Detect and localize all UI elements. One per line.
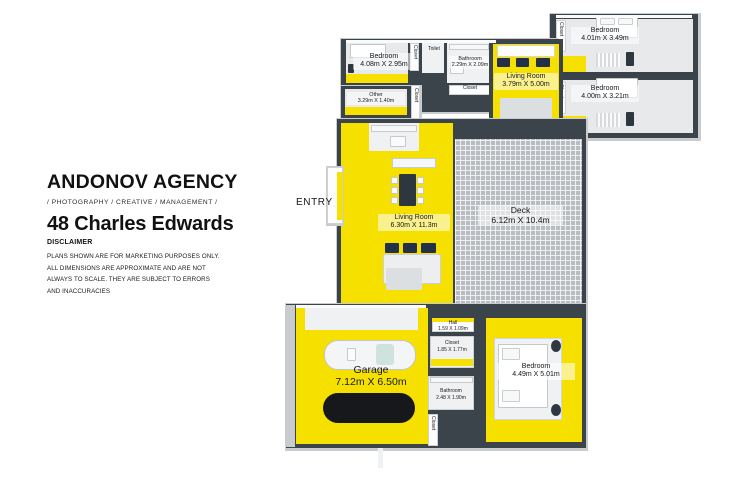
pillow (618, 18, 633, 25)
room-label-toilet: Toilet (428, 46, 440, 52)
car-black (323, 393, 415, 423)
room-label-living-room-main: Living Room 6.30m X 11.3m (378, 214, 450, 231)
room-label-living-room-upper: Living Room 3.79m X 5.00m (494, 73, 558, 90)
closet-garage (428, 414, 438, 446)
nightstand (348, 64, 354, 73)
dining-chair (417, 177, 424, 184)
nightstand (626, 112, 634, 126)
room-label-closet-hall: Closet 1.85 X 1.77m (437, 340, 467, 353)
disclaimer-heading: DISCLAIMER (47, 239, 93, 247)
wall-cap (346, 40, 496, 43)
armchair (403, 243, 417, 253)
closet-garage-label: Closet (430, 416, 436, 431)
pillow (502, 348, 520, 360)
vanity-counter (449, 44, 489, 50)
closet-hall-accent (431, 359, 473, 366)
kitchen-island (390, 136, 406, 147)
closet-bathroom-upper-label: Closet (462, 85, 478, 91)
closet-hallway-upper-label: Closet (413, 88, 419, 103)
entry-label: ENTRY (296, 197, 333, 208)
closet-bedroom-front-left-label: Closet (412, 45, 418, 60)
dining-chair (417, 197, 424, 204)
dining-chair (391, 187, 398, 194)
room-label-bedroom-right: Bedroom 4.00m X 3.21m (571, 85, 639, 102)
hall-accent (432, 318, 474, 322)
wall-cap (556, 15, 692, 18)
room-label-deck: Deck 6.12m X 10.4m (478, 205, 563, 226)
branding-block: ANDONOV AGENCY / PHOTOGRAPHY / CREATIVE … (47, 171, 262, 297)
nightstand (626, 52, 634, 66)
property-address: 48 Charles Edwards (47, 213, 234, 236)
pillow (502, 390, 520, 402)
area-rug (386, 268, 422, 290)
toilet-floor (422, 43, 444, 73)
side-table (551, 404, 561, 416)
armchair (516, 58, 529, 67)
disclaimer-line: PLANS SHOWN ARE FOR MARKETING PURPOSES O… (47, 253, 220, 261)
agency-tagline: / PHOTOGRAPHY / CREATIVE / MANAGEMENT / (47, 199, 218, 207)
room-label-other: Other 3.29m X 1.40m (347, 92, 405, 105)
floor-texture (596, 53, 620, 67)
media-unit (497, 45, 555, 57)
disclaimer-line: ALWAYS TO SCALE. THEY ARE SUBJECT TO ERR… (47, 276, 210, 284)
room-label-garage: Garage 7.12m X 6.50m (335, 364, 407, 389)
dining-chair (391, 197, 398, 204)
garage-side-wall (285, 305, 295, 447)
wall-divider (550, 72, 698, 76)
room-label-bedroom-front-left: Bedroom 4.08m X 2.95m (353, 53, 415, 70)
bedroom-front-left-accent (346, 74, 408, 83)
disclaimer-line: ALL DIMENSIONS ARE APPROXIMATE AND ARE N… (47, 264, 206, 272)
pillow (600, 18, 615, 25)
dining-chair (391, 177, 398, 184)
dining-chair (417, 187, 424, 194)
vanity-counter (430, 377, 473, 383)
side-table (551, 340, 561, 352)
garage-upper-pad (305, 308, 418, 330)
car-roof-detail (347, 348, 356, 361)
room-label-bedroom-top-right: Bedroom 4.01m X 3.49m (571, 27, 639, 44)
armchair (497, 58, 510, 67)
armchair (385, 243, 399, 253)
disclaimer-body: PLANS SHOWN ARE FOR MARKETING PURPOSES O… (47, 251, 262, 297)
car-windshield (376, 344, 394, 365)
sofa (536, 58, 550, 67)
driveway-stub (378, 448, 383, 468)
bedroom-top-right-accent (556, 56, 586, 74)
floor-texture (596, 113, 620, 127)
sideboard (392, 158, 436, 168)
room-label-bathroom-lower: Bathroom 2.48 X 1.90m (436, 388, 466, 401)
wall-cap (296, 305, 426, 308)
entry-threshold (337, 172, 343, 220)
sofa (421, 243, 436, 253)
room-label-bathroom-upper: Bathroom 2.29m X 2.09m (449, 56, 491, 69)
disclaimer-line: AND INACCURACIES (47, 287, 111, 295)
kitchen-counter (371, 125, 417, 132)
room-label-hall: Hall 1.59 X 1.09m (438, 320, 468, 333)
closet-bedroom-top-right-label: Closet (558, 22, 564, 37)
room-label-bedroom-lower-right: Bedroom 4.49m X 5.01m (497, 363, 575, 380)
agency-name: ANDONOV AGENCY (47, 171, 238, 193)
car-white (324, 340, 416, 370)
dining-table (399, 174, 416, 206)
other-room-accent (345, 107, 407, 115)
